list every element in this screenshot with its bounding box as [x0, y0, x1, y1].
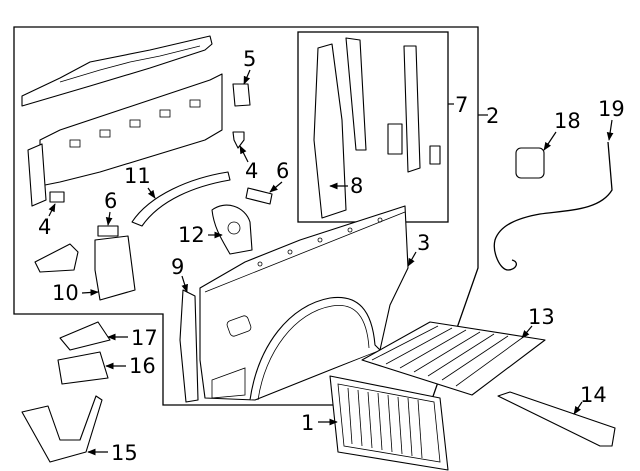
- sub-assembly-7-parts: [313, 37, 441, 219]
- callout-10: 10: [52, 281, 79, 305]
- tailgate-part: [329, 375, 449, 471]
- callout-4a: 4: [38, 215, 51, 239]
- clip-4-upper-part: [232, 131, 245, 149]
- callout-16: 16: [129, 354, 156, 378]
- bracket-5-part: [232, 83, 251, 107]
- box-side-panel-part: [199, 205, 409, 401]
- clip-4-lower-part: [49, 191, 65, 203]
- callout-3: 3: [417, 231, 430, 255]
- callout-6b: 6: [276, 159, 289, 183]
- callout-5: 5: [243, 47, 256, 71]
- callout-2: 2: [486, 104, 499, 128]
- bracket-15-part: [21, 395, 103, 463]
- box-inner-panel-part: [21, 35, 223, 207]
- callout-15: 15: [111, 441, 138, 465]
- connector-18-part: [515, 147, 545, 179]
- callout-6a: 6: [104, 189, 117, 213]
- wiring-harness-19-part: [493, 141, 613, 271]
- callout-4b: 4: [245, 159, 258, 183]
- bracket-6-left-part: [97, 225, 119, 237]
- callout-17: 17: [131, 326, 158, 350]
- callout-1: 1: [301, 411, 314, 435]
- pad-17-part: [59, 321, 111, 351]
- callout-14: 14: [580, 383, 607, 407]
- callout-12: 12: [178, 223, 205, 247]
- crossmember-part: [497, 391, 616, 447]
- bracket-6-right-part: [245, 187, 273, 205]
- callout-8: 8: [350, 174, 363, 198]
- callout-7: 7: [455, 93, 468, 117]
- pad-16-part: [57, 351, 109, 385]
- bed-floor-part: [361, 321, 546, 396]
- callout-13: 13: [528, 305, 555, 329]
- small-bracket-part: [34, 243, 79, 273]
- leader-lines: [48, 69, 614, 456]
- callout-11: 11: [124, 164, 151, 188]
- callout-9: 9: [171, 255, 184, 279]
- wheelhouse-arc-part: [131, 171, 231, 227]
- callout-19: 19: [598, 97, 625, 121]
- rear-pillar-part: [179, 289, 199, 403]
- assembly-group-border: [13, 26, 479, 406]
- callout-18: 18: [554, 109, 581, 133]
- wheelhouse-extension-part: [94, 235, 136, 301]
